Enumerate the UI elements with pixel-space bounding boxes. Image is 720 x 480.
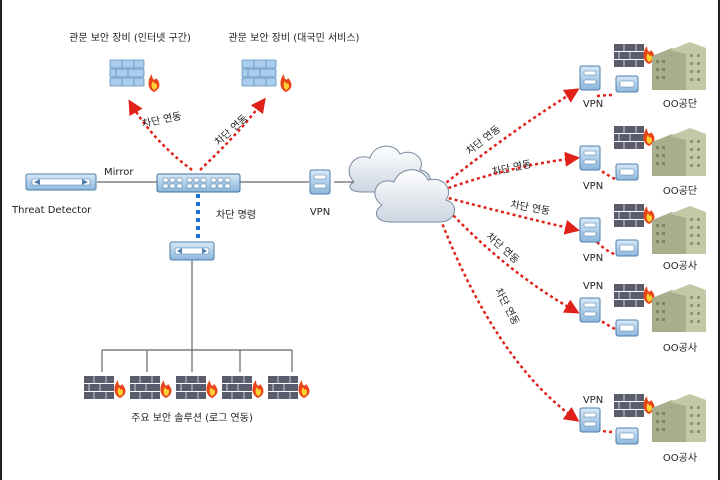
bottom-firewall-4-icon: [221, 375, 264, 400]
remote-site-4-name: OO공사: [662, 343, 698, 354]
remote-site-1-name: OO공단: [662, 99, 698, 110]
building-icon: [652, 128, 706, 176]
remote-vpn-3-label: VPN: [582, 253, 604, 264]
center-vpn-icon: [309, 169, 331, 195]
remote-device-icon: [615, 75, 639, 93]
remote-vpn-icon: [579, 297, 601, 323]
threat-detector-label: Threat Detector: [12, 205, 92, 216]
remote-vpn-1-label: VPN: [582, 99, 604, 110]
remote-site-3: [579, 203, 706, 257]
solid-links: [97, 181, 354, 372]
remote-firewall-icon: [613, 393, 655, 418]
remote-vpn-icon: [579, 145, 601, 171]
remote-site-3-name: OO공사: [662, 261, 698, 272]
bottom-firewall-3-icon: [175, 375, 218, 400]
remote-device-icon: [615, 239, 639, 257]
remote-vpn-icon: [579, 65, 601, 91]
log-collector-icon: [169, 241, 215, 261]
top-firewall-left-icon: [109, 59, 160, 92]
bottom-firewall-1-icon: [83, 375, 126, 400]
remote-vpn-icon: [579, 407, 601, 433]
remote-vpn-4-label: VPN: [582, 281, 604, 292]
bottom-firewall-5-icon: [267, 375, 310, 400]
building-icon: [652, 394, 706, 442]
remote-vpn-5-label: VPN: [582, 395, 604, 406]
remote-site-5: [579, 393, 706, 445]
remote-firewall-icon: [613, 203, 655, 228]
building-icon: [652, 206, 706, 254]
threat-detector-icon: [25, 173, 97, 191]
building-icon: [652, 284, 706, 332]
core-switch-icon: [156, 173, 241, 193]
remote-vpn-icon: [579, 217, 601, 243]
remote-device-icon: [615, 163, 639, 181]
bottom-caption: 주요 보안 솔루션 (로그 연동): [131, 413, 253, 424]
remote-site-2: [579, 125, 706, 181]
remote-site-5-name: OO공사: [662, 453, 698, 464]
mirror-label: Mirror: [104, 167, 134, 178]
bottom-firewalls: [83, 375, 310, 400]
internet-cloud-icon: [348, 145, 455, 223]
remote-firewall-icon: [613, 125, 655, 150]
remote-firewall-icon: [613, 43, 655, 68]
center-vpn-label: VPN: [309, 207, 331, 218]
building-icon: [652, 42, 706, 90]
top-firewall-right-icon: [241, 59, 292, 92]
block-command-label: 차단 명령: [216, 210, 256, 221]
top-device-right-label: 관문 보안 장비 (대국민 서비스): [228, 33, 360, 44]
bottom-firewall-2-icon: [129, 375, 172, 400]
remote-firewall-icon: [613, 283, 655, 308]
remote-vpn-2-label: VPN: [582, 181, 604, 192]
remote-site-4: [579, 283, 706, 337]
remote-device-icon: [615, 319, 639, 337]
top-block-links: [128, 97, 266, 171]
remote-device-icon: [615, 427, 639, 445]
remote-site-2-name: OO공단: [662, 186, 698, 197]
remote-site-1: [579, 42, 706, 93]
top-device-left-label: 관문 보안 장비 (인터넷 구간): [69, 33, 191, 44]
